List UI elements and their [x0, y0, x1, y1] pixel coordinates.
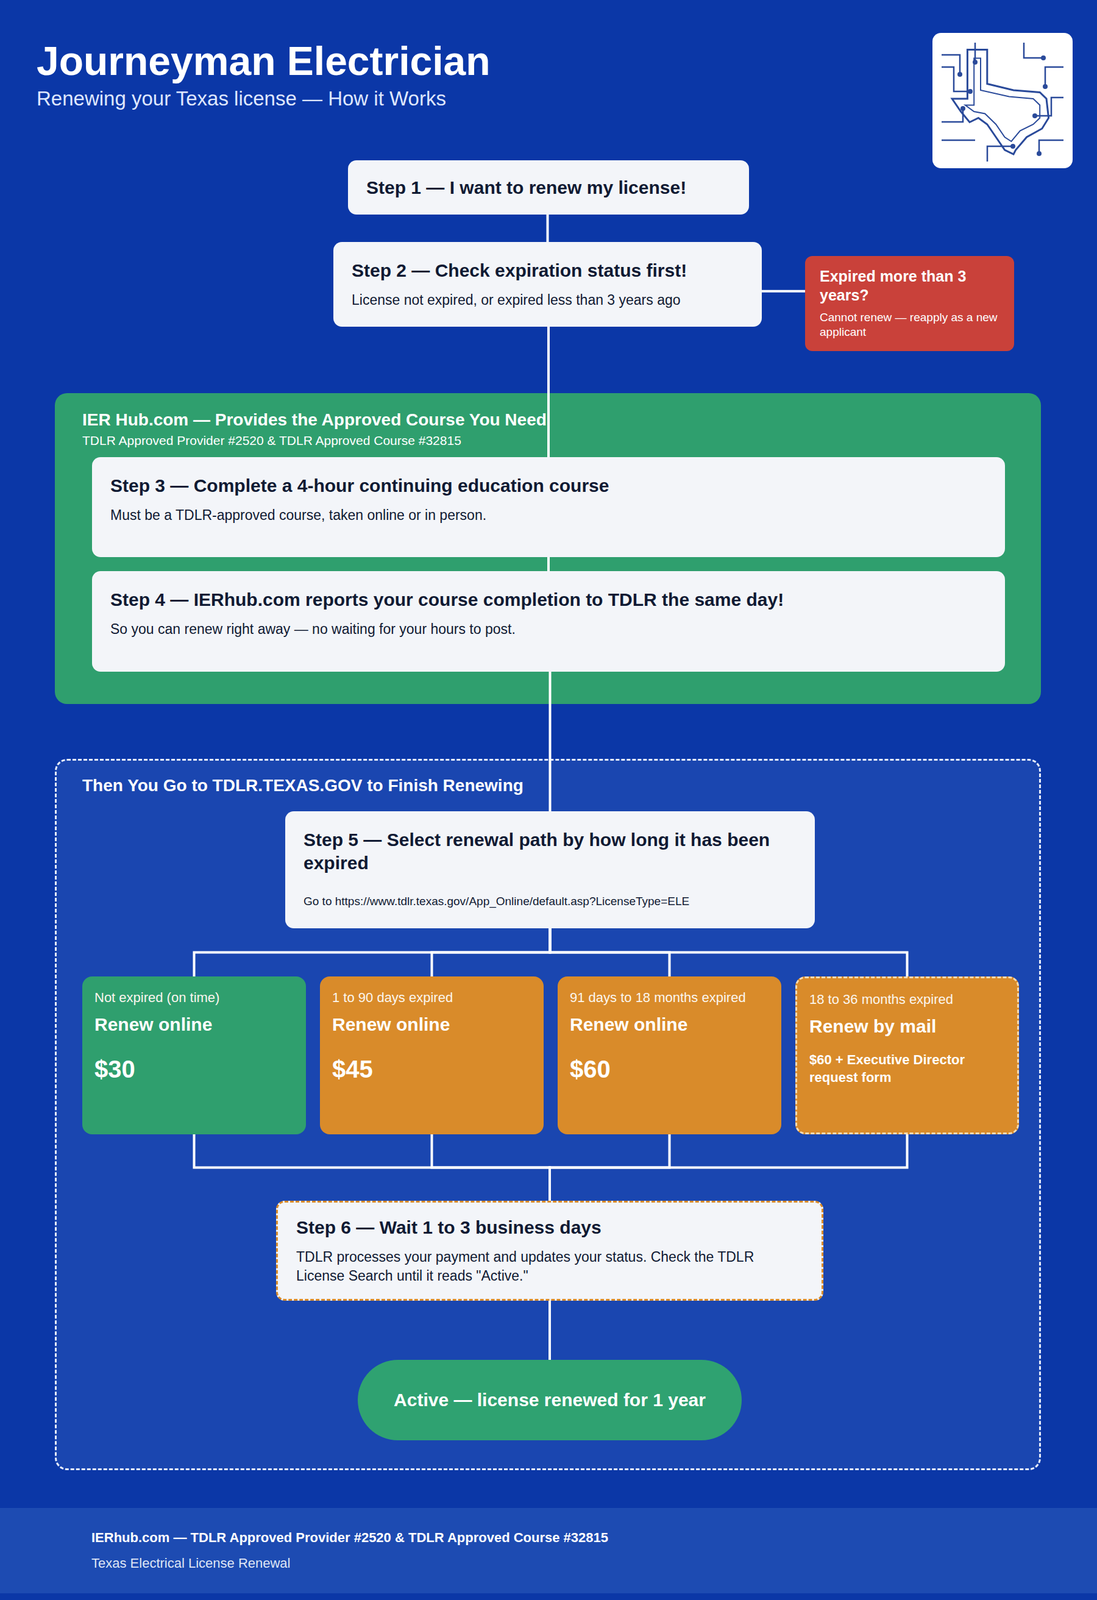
node-text: Renew by mail [809, 1015, 1005, 1037]
connector-line [546, 214, 550, 242]
node-heading: Step 6 — Wait 1 to 3 business days [296, 1215, 804, 1240]
node-text: $30 [94, 1055, 294, 1083]
node-heading: Step 2 — Check expiration status first! [351, 259, 744, 283]
node-heading: IERhub.com — TDLR Approved Provider #252… [91, 1529, 1006, 1546]
node-heading: 18 to 36 months expired [809, 991, 1005, 1008]
connector-line [547, 326, 550, 458]
step-box: Step 5 — Select renewal path by how long… [285, 811, 815, 929]
node-text: $60 + Executive Director request form [809, 1051, 1005, 1087]
footer-band: IERhub.com — TDLR Approved Provider #252… [0, 1507, 1097, 1594]
fee-box: Not expired (on time) Renew online $30 [82, 976, 306, 1135]
connector-line [761, 290, 806, 293]
node-heading: 1 to 90 days expired [332, 989, 532, 1006]
node-heading: Step 1 — I want to renew my license! [366, 176, 731, 200]
node-text: Must be a TDLR-approved course, taken on… [110, 505, 987, 525]
node-text: Go to https://www.tdlr.texas.gov/App_Onl… [303, 894, 797, 909]
node-text: So you can renew right away — no waiting… [110, 619, 987, 639]
result-pill: Active — license renewed for 1 year [357, 1359, 742, 1441]
node-heading: Step 5 — Select renewal path by how long… [303, 828, 797, 874]
warning-box: Expired more than 3 years? Cannot renew —… [805, 255, 1015, 352]
subtitle: Renewing your Texas license — How it Wor… [36, 87, 447, 111]
node-text: $45 [332, 1055, 532, 1083]
step-box: Step 6 — Wait 1 to 3 business daysTDLR p… [276, 1200, 824, 1301]
node-heading: 91 days to 18 months expired [569, 989, 770, 1006]
fee-box: 91 days to 18 months expiredRenew online… [557, 976, 782, 1135]
node-heading: Expired more than 3 years? [819, 266, 1000, 306]
page-title: Journeyman Electrician [36, 37, 491, 85]
step-box: Step 2 — Check expiration status first! L… [333, 241, 762, 327]
tdlr-panel: Then You Go to TDLR.TEXAS.GOV to Finish … [54, 758, 1041, 1470]
node-heading: Then You Go to TDLR.TEXAS.GOV to Finish … [82, 775, 524, 796]
connector-line [548, 1300, 551, 1360]
step-box: Step 1 — I want to renew my license! [347, 160, 750, 215]
node-heading: Step 3 — Complete a 4-hour continuing ed… [110, 474, 987, 498]
node-text: Texas Electrical License Renewal [91, 1555, 1006, 1572]
node-text: $60 [569, 1055, 770, 1083]
node-text: TDLR Approved Provider #2520 & TDLR Appr… [82, 433, 462, 448]
node-text: License not expired, or expired less tha… [351, 290, 744, 310]
node-text: Renew online [94, 1014, 294, 1035]
step-box: Step 4 — IERhub.com reports your course … [92, 571, 1005, 672]
step-box: Step 3 — Complete a 4-hour continuing ed… [92, 457, 1005, 558]
node-text: Cannot renew — reapply as a new applican… [819, 310, 1000, 341]
node-text: Renew online [569, 1014, 770, 1035]
connector-line [549, 671, 552, 812]
connector-line [547, 557, 550, 572]
node-heading: Not expired (on time) [94, 989, 294, 1006]
node-heading: IER Hub.com — Provides the Approved Cour… [82, 410, 547, 430]
texas-circuit-icon [932, 32, 1073, 169]
fee-box: 1 to 90 days expiredRenew online $45 [319, 976, 544, 1135]
fee-box: 18 to 36 months expiredRenew by mail $60 … [795, 976, 1019, 1135]
node-heading: Active — license renewed for 1 year [393, 1389, 706, 1411]
node-text: TDLR processes your payment and updates … [296, 1247, 804, 1286]
node-heading: Step 4 — IERhub.com reports your course … [110, 588, 987, 612]
node-text: Renew online [332, 1014, 532, 1035]
